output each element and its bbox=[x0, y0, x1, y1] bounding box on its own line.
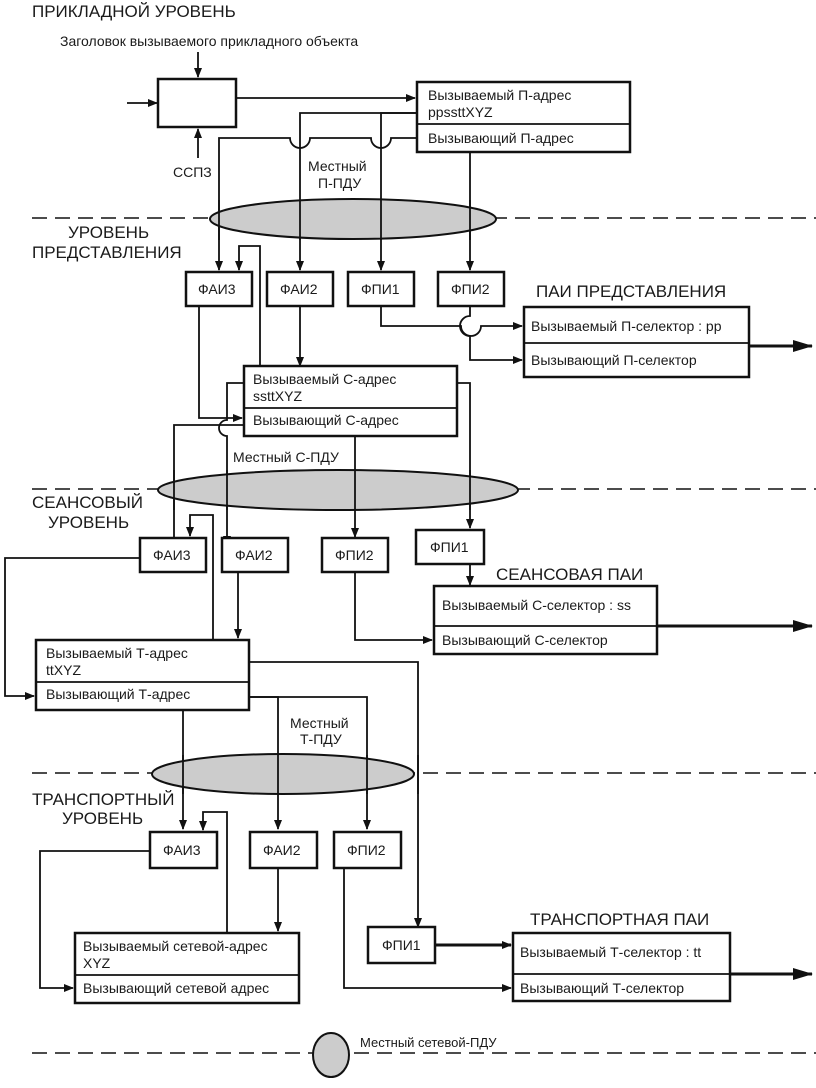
presentation-fai2: ФАИ2 bbox=[265, 270, 335, 308]
svg-text:ФПИ1: ФПИ1 bbox=[430, 539, 469, 555]
calling-p-address-label: Вызывающий П-адрес bbox=[428, 130, 574, 146]
presentation-fpi2: ФПИ2 bbox=[436, 270, 506, 308]
session-fai3: ФАИ3 bbox=[138, 536, 208, 574]
transport-fai3: ФАИ3 bbox=[148, 830, 219, 870]
svg-text:ФПИ1: ФПИ1 bbox=[361, 281, 400, 297]
calling-net-address-label: Вызывающий сетевой адрес bbox=[83, 980, 269, 996]
fpi2-to-calling-p-selector bbox=[459, 306, 523, 364]
called-s-address-value: ssttXYZ bbox=[253, 388, 302, 404]
called-p-address-label: Вызываемый П-адрес bbox=[428, 87, 571, 103]
level-title-presentation-2: ПРЕДСТАВЛЕНИЯ bbox=[32, 243, 182, 262]
level-title-transport-2: УРОВЕНЬ bbox=[62, 809, 143, 828]
transport-fai2: ФАИ2 bbox=[248, 830, 319, 870]
calling-s-address-label: Вызывающий С-адрес bbox=[253, 412, 399, 428]
level-title-presentation-1: УРОВЕНЬ bbox=[68, 223, 149, 242]
presentation-pai-title: ПАИ ПРЕДСТАВЛЕНИЯ bbox=[536, 282, 726, 301]
level-title-transport-1: ТРАНСПОРТНЫЙ bbox=[32, 790, 174, 809]
session-fai3-to-calling-t-address bbox=[4, 557, 140, 700]
transport-fpi1: ФПИ1 bbox=[366, 925, 437, 965]
presentation-fai3: ФАИ3 bbox=[184, 270, 254, 308]
called-p-selector: Вызываемый П-селектор : pp bbox=[531, 318, 722, 334]
local-network-pdu-ellipse bbox=[312, 1032, 350, 1078]
t-addr-feedback-fai3 bbox=[186, 514, 214, 640]
session-fpi2: ФПИ2 bbox=[320, 536, 390, 574]
calling-s-selector: Вызывающий С-селектор bbox=[442, 632, 608, 648]
called-t-address-value: ttXYZ bbox=[46, 662, 81, 678]
fai3-to-calling-s-address bbox=[198, 306, 243, 422]
s-address-block: Вызываемый С-адрес ssttXYZ Вызывающий С-… bbox=[242, 364, 459, 438]
svg-text:ФАИ3: ФАИ3 bbox=[198, 281, 236, 297]
svg-text:ФАИ3: ФАИ3 bbox=[163, 842, 201, 858]
transport-pai-title: ТРАНСПОРТНАЯ ПАИ bbox=[530, 910, 709, 929]
svg-text:ФПИ2: ФПИ2 bbox=[335, 547, 374, 563]
local-t-pdu-label-2: Т-ПДУ bbox=[300, 731, 342, 747]
svg-text:ФАИ2: ФАИ2 bbox=[263, 842, 301, 858]
local-s-pdu-label: Местный С-ПДУ bbox=[233, 449, 339, 465]
local-t-pdu-ellipse bbox=[151, 753, 415, 795]
calling-t-address-label: Вызывающий Т-адрес bbox=[46, 686, 190, 702]
level-title-session-1: СЕАНСОВЫЙ bbox=[32, 493, 143, 512]
local-p-pdu-ellipse bbox=[209, 198, 497, 240]
called-s-address-label: Вызываемый С-адрес bbox=[253, 371, 396, 387]
p-calling-to-fai3-line bbox=[215, 137, 417, 271]
s-addr-to-session-fai2 bbox=[218, 382, 244, 546]
session-pai-title: СЕАНСОВАЯ ПАИ bbox=[496, 565, 643, 584]
presentation-fpi1: ФПИ1 bbox=[346, 270, 416, 308]
session-fpi2-to-calling-s-selector bbox=[354, 572, 433, 644]
p-addr-to-fpi1-line bbox=[377, 112, 417, 271]
called-t-selector: Вызываемый Т-селектор : tt bbox=[520, 944, 701, 960]
local-network-pdu-label: Местный сетевой-ПДУ bbox=[360, 1035, 497, 1050]
transport-fpi2-to-calling-t-selector bbox=[343, 868, 512, 992]
t-address-block: Вызываемый Т-адрес ttXYZ Вызывающий Т-ад… bbox=[34, 638, 251, 712]
called-entity-header-label: Заголовок вызываемого прикладного объект… bbox=[60, 33, 358, 49]
fpi1-to-p-selector bbox=[380, 306, 523, 337]
called-p-address-value: ppssttXYZ bbox=[428, 104, 493, 120]
svg-text:ФПИ2: ФПИ2 bbox=[347, 842, 386, 858]
session-pai-block: Вызываемый С-селектор : ss Вызывающий С-… bbox=[432, 584, 659, 656]
transport-pai-block: Вызываемый Т-селектор : tt Вызывающий Т-… bbox=[511, 931, 732, 1003]
svg-text:ФАИ3: ФАИ3 bbox=[153, 547, 191, 563]
s-addr-to-session-fpi1 bbox=[457, 382, 474, 529]
level-title-session-2: УРОВЕНЬ bbox=[48, 513, 129, 532]
local-p-pdu-label-2: П-ПДУ bbox=[318, 175, 361, 191]
level-title-application: ПРИКЛАДНОЙ УРОВЕНЬ bbox=[32, 2, 236, 21]
local-s-pdu-ellipse bbox=[157, 469, 519, 511]
presentation-pai-block: Вызываемый П-селектор : pp Вызывающий П-… bbox=[522, 305, 751, 379]
sspz-label: ССПЗ bbox=[173, 164, 212, 180]
called-s-selector: Вызываемый С-селектор : ss bbox=[442, 597, 631, 613]
called-net-address-label: Вызываемый сетевой-адрес bbox=[83, 938, 268, 954]
calling-p-selector: Вызывающий П-селектор bbox=[531, 352, 697, 368]
local-p-pdu-label-1: Местный bbox=[308, 158, 367, 174]
s-addr-feedback-fai3 bbox=[235, 245, 261, 368]
transport-fpi2: ФПИ2 bbox=[332, 830, 403, 870]
p-addr-to-fai2-line bbox=[296, 112, 417, 271]
p-address-block: Вызываемый П-адрес ppssttXYZ Вызывающий … bbox=[415, 80, 632, 154]
net-addr-feedback-fai3 bbox=[199, 811, 228, 933]
svg-text:ФАИ2: ФАИ2 bbox=[280, 281, 318, 297]
svg-text:ФАИ2: ФАИ2 bbox=[235, 547, 273, 563]
session-fai2: ФАИ2 bbox=[220, 536, 290, 574]
application-entity-box bbox=[156, 77, 238, 129]
svg-text:ФПИ2: ФПИ2 bbox=[451, 281, 490, 297]
transport-fai3-to-calling-net-address bbox=[39, 850, 150, 992]
network-address-block: Вызываемый сетевой-адрес XYZ Вызывающий … bbox=[73, 931, 301, 1005]
called-t-address-label: Вызываемый Т-адрес bbox=[46, 645, 188, 661]
called-net-address-value: XYZ bbox=[83, 955, 111, 971]
calling-t-selector: Вызывающий Т-селектор bbox=[520, 980, 684, 996]
svg-text:ФПИ1: ФПИ1 bbox=[382, 937, 421, 953]
session-fpi1: ФПИ1 bbox=[414, 528, 486, 566]
local-t-pdu-label-1: Местный bbox=[290, 715, 349, 731]
t-addr-to-transport-fpi1 bbox=[249, 661, 422, 928]
